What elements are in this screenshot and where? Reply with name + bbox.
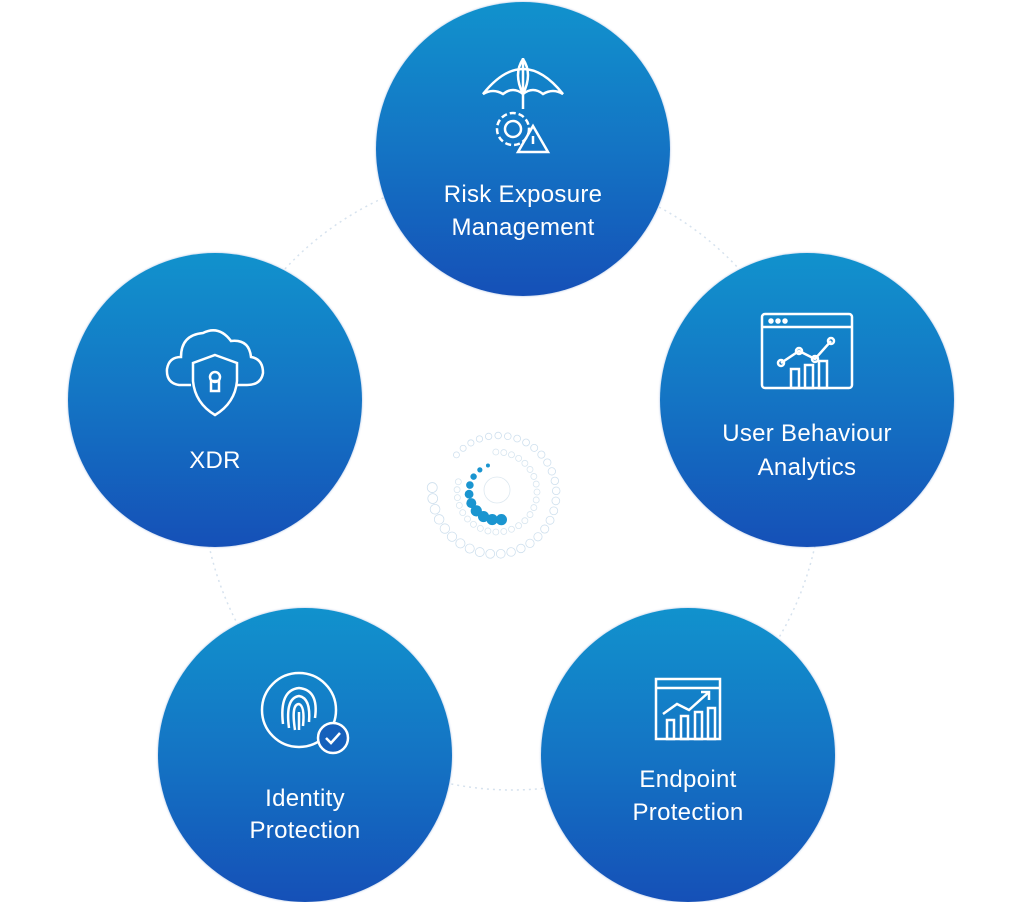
- spiral-dot: [550, 476, 560, 486]
- spiral-dot: [551, 486, 561, 496]
- spiral-dot: [476, 524, 484, 532]
- spiral-dot: [485, 548, 496, 559]
- fingerprint-check-icon: [260, 671, 350, 755]
- node-risk-exposure-management: Risk Exposure Management: [376, 2, 670, 296]
- spiral-dot: [543, 458, 552, 467]
- spiral-dot: [484, 527, 492, 535]
- spiral-dot: [477, 510, 490, 523]
- spiral-dot: [454, 478, 462, 486]
- spiral-dot: [492, 448, 500, 456]
- spiral-dot: [494, 431, 502, 440]
- spiral-dot: [540, 524, 550, 534]
- spiral-dot: [525, 538, 535, 548]
- spiral-dot: [477, 467, 483, 473]
- node-label-line1: Identity: [265, 785, 345, 812]
- spiral-dot: [549, 506, 559, 516]
- node-label-line1: XDR: [189, 447, 241, 474]
- spiral-dot: [530, 504, 538, 511]
- spiral-dot: [506, 547, 516, 557]
- spiral-dot: [455, 501, 463, 509]
- spiral-dot: [533, 532, 543, 542]
- spiral-dot: [508, 525, 515, 533]
- node-label-line1: User Behaviour: [722, 420, 892, 447]
- node-label-line2: Analytics: [757, 454, 857, 481]
- spiral-dot: [500, 528, 508, 535]
- spiral-dot: [532, 496, 540, 504]
- spiral-dot: [486, 513, 498, 526]
- umbrella-gear-warning-icon: [482, 58, 564, 154]
- spiral-dot: [466, 481, 474, 489]
- node-label-line2: Protection: [632, 799, 744, 826]
- spiral-dot: [516, 543, 526, 554]
- spiral-dot: [459, 444, 467, 452]
- spiral-dot: [532, 480, 540, 488]
- spiral-dot: [446, 531, 458, 542]
- spiral-dot: [470, 473, 477, 480]
- spiral-dot: [454, 494, 461, 502]
- growth-chart-icon: [654, 677, 722, 741]
- spiral-dot: [453, 451, 460, 459]
- spiral-dot: [508, 451, 515, 459]
- node-endpoint-protection: Endpoint Protection: [541, 608, 835, 902]
- node-user-behaviour-analytics: User Behaviour Analytics: [660, 253, 954, 547]
- spiral-dot: [495, 549, 506, 559]
- node-label-line1: Endpoint: [639, 766, 737, 793]
- spiral-dot: [483, 476, 511, 504]
- spiral-dot: [475, 435, 484, 443]
- spiral-dot: [530, 473, 538, 480]
- spiral-dot: [470, 520, 477, 528]
- spiral-dot: [521, 517, 529, 525]
- spiral-dot: [467, 439, 475, 447]
- node-xdr: XDR: [68, 253, 362, 547]
- spiral-dot: [551, 496, 561, 506]
- spiral-dot: [521, 459, 529, 467]
- spiral-dot: [504, 432, 512, 440]
- spiral-dot: [530, 443, 539, 452]
- spiral-dot: [522, 438, 530, 447]
- spiral-dot: [545, 515, 555, 525]
- spiral-dot: [466, 498, 477, 509]
- cloud-shield-lock-icon: [165, 329, 265, 417]
- spiral-dot: [439, 523, 450, 534]
- spiral-dot: [455, 538, 466, 549]
- spiral-dot: [495, 514, 507, 526]
- spiral-dot: [533, 488, 541, 496]
- spiral-dot: [474, 547, 485, 557]
- center-spiral-logo: [426, 431, 561, 559]
- spiral-dot: [485, 432, 493, 441]
- spiral-dot: [459, 509, 467, 517]
- spiral-dot: [427, 493, 439, 504]
- node-identity-protection: Identity Protection: [158, 608, 452, 902]
- node-label-line1: Risk Exposure: [443, 181, 603, 208]
- spiral-dot: [426, 482, 438, 493]
- spiral-dot: [526, 466, 534, 473]
- browser-analytics-chart-icon: [760, 312, 854, 390]
- node-label-line2: Protection: [249, 817, 361, 844]
- node-label-line2: Management: [451, 214, 595, 241]
- spiral-dot: [515, 522, 523, 530]
- spiral-dot: [492, 528, 500, 536]
- spiral-dot: [513, 434, 521, 443]
- spiral-dot: [429, 503, 441, 515]
- spiral-dot: [464, 543, 475, 554]
- spiral-dot: [464, 489, 474, 499]
- spiral-dot: [515, 454, 523, 462]
- spiral-dot: [453, 486, 461, 494]
- spiral-dot: [547, 467, 556, 476]
- spiral-dot: [433, 514, 445, 525]
- spiral-dot: [485, 463, 490, 468]
- spiral-dot: [464, 515, 471, 523]
- spiral-dot: [537, 450, 546, 459]
- spiral-dot: [526, 511, 534, 518]
- spiral-dot: [500, 449, 508, 456]
